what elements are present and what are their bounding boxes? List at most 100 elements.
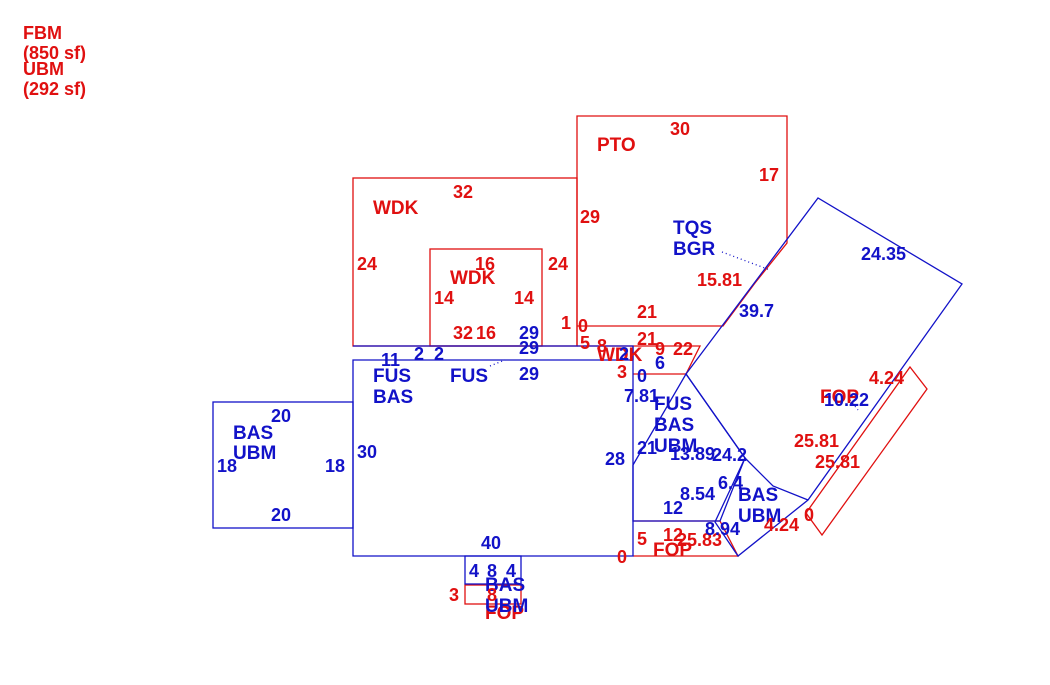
dim-left-18-left: 18 (217, 456, 237, 476)
label-wdk-inner: WDK (450, 268, 496, 289)
dim-blue-8-94: 8.94 (705, 519, 740, 539)
dim-bottom-3: 3 (449, 585, 459, 605)
dim-blue-29b: 29 (519, 338, 539, 358)
dim-wdk-top: 32 (453, 182, 473, 202)
dim-left-20-top: 20 (271, 406, 291, 426)
dim-red-5: 5 (637, 529, 647, 549)
blue-dimensions: 29 29 29 11 2 2 2 6 0 7.81 30 28 40 21 1… (217, 244, 906, 581)
blue-area-labels: TQS BGR FUS BAS FUS BAS UBM FUS BAS UBM … (233, 218, 781, 617)
dim-bottom-8a: 8 (487, 561, 497, 581)
dim-blue-6: 6 (655, 353, 665, 373)
label-bas-bottom: BAS (485, 575, 525, 596)
dim-wdk-inner-right: 14 (514, 288, 534, 308)
label-fus-right: FUS (654, 394, 692, 415)
legend-ubm: UBM (23, 59, 64, 79)
bas-ubm-lower-area (744, 457, 809, 501)
dim-wdk-inner-top: 16 (475, 254, 495, 274)
pto-area (576, 115, 788, 346)
legend-ubm-area: (292 sf) (23, 79, 86, 99)
dim-left-18-right: 18 (325, 456, 345, 476)
dim-blue-28: 28 (605, 449, 625, 469)
dim-red-25-83: 25.83 (677, 530, 722, 550)
dim-blue-29c: 29 (519, 364, 539, 384)
label-ubm-right: UBM (654, 436, 697, 457)
dim-blue-30: 30 (357, 442, 377, 462)
red-area-labels: WDK WDK PTO WDK FOP FOP FOP (373, 135, 859, 624)
dim-red-12: 12 (663, 525, 683, 545)
bas-ubm-bottom-area (464, 555, 522, 585)
dim-red-0-right: 0 (804, 505, 814, 525)
dim-blue-11: 11 (381, 350, 400, 370)
label-ubm-left: UBM (233, 443, 276, 464)
label-bas-right: BAS (654, 415, 694, 436)
dim-small-21: 21 (637, 329, 657, 349)
dim-pto-left: 29 (580, 207, 600, 227)
dim-blue-10-22: 10.22 (824, 390, 869, 410)
dim-pto-right: 17 (759, 165, 779, 185)
dim-blue-40: 40 (481, 533, 501, 553)
dim-small-8: 8 (597, 336, 607, 356)
label-fop-lower: FOP (653, 540, 692, 561)
area-legend: FBM (850 sf) UBM (292 sf) (23, 23, 86, 99)
label-wdk-large: WDK (373, 198, 419, 219)
dim-small-5: 5 (580, 333, 590, 353)
dim-wdk-inner-left: 14 (434, 288, 454, 308)
label-bas-lower: BAS (738, 485, 778, 506)
dim-small-3: 3 (617, 362, 627, 382)
dim-blue-12: 12 (663, 498, 683, 518)
dim-bottom-4b: 4 (506, 561, 516, 581)
dim-bottom-8: 8 (487, 585, 497, 605)
label-fop-far-right: FOP (820, 387, 859, 408)
dim-wdk-inner-bottom2: 16 (476, 323, 496, 343)
dim-small-0: 0 (578, 316, 588, 336)
label-bgr: BGR (673, 239, 716, 260)
dim-small-9: 9 (655, 339, 665, 359)
dim-blue-2b: 2 (434, 344, 444, 364)
dim-blue-6-4: 6.4 (718, 473, 743, 493)
legend-fbm-area: (850 sf) (23, 43, 86, 63)
dim-blue-7-81: 7.81 (624, 386, 659, 406)
dotted-link-fus (489, 359, 506, 367)
dim-red-4-24-bottom: 4.24 (764, 515, 799, 535)
dim-blue-21: 21 (637, 438, 657, 458)
dim-wdk-right: 24 (548, 254, 568, 274)
red-dimensions: 32 24 24 16 14 14 32 16 30 29 17 15.81 2… (357, 119, 904, 605)
dim-blue-8-54: 8.54 (680, 484, 715, 504)
dim-blue-2a: 2 (414, 344, 424, 364)
dim-blue-13-89: 13.89 (670, 444, 715, 464)
dotted-link-tqs (721, 251, 771, 271)
label-fop-bottom: FOP (485, 603, 524, 624)
label-ubm-bottom: UBM (485, 596, 528, 617)
dim-bottom-4a: 4 (469, 561, 479, 581)
dim-red-0-bottom: 0 (617, 547, 627, 567)
dim-red-25-81b: 25.81 (815, 452, 860, 472)
label-tqs: TQS (673, 218, 712, 239)
dim-wdk-left: 24 (357, 254, 377, 274)
dim-red-25-81a: 25.81 (794, 431, 839, 451)
dim-blue-39-7: 39.7 (739, 301, 774, 321)
label-fus-mid: FUS (450, 366, 488, 387)
dim-red-4-24-top: 4.24 (869, 368, 904, 388)
label-bas-left: BAS (233, 423, 273, 444)
blue-outlines (212, 197, 963, 585)
dim-blue-24-2: 24.2 (712, 445, 747, 465)
fop-bottom-area (464, 584, 522, 605)
dim-small-22: 22 (673, 339, 693, 359)
dim-blue-29a: 29 (519, 323, 539, 343)
label-pto: PTO (597, 135, 636, 156)
fus-top-strip (353, 345, 634, 360)
tqs-bgr-parallelogram (685, 197, 963, 557)
label-bas-main: BAS (373, 387, 413, 408)
dim-blue-2c: 2 (619, 344, 629, 364)
dim-pto-bottom: 21 (637, 302, 657, 322)
label-ubm-lower: UBM (738, 506, 781, 527)
bas-ubm-left-area (212, 401, 354, 529)
dim-small-1: 1 (561, 313, 571, 333)
dim-blue-24-35: 24.35 (861, 244, 906, 264)
label-wdk-small: WDK (597, 345, 643, 366)
dim-blue-0: 0 (637, 366, 647, 386)
label-fus-main: FUS (373, 366, 411, 387)
dim-pto-top: 30 (670, 119, 690, 139)
dim-left-20-bottom: 20 (271, 505, 291, 525)
